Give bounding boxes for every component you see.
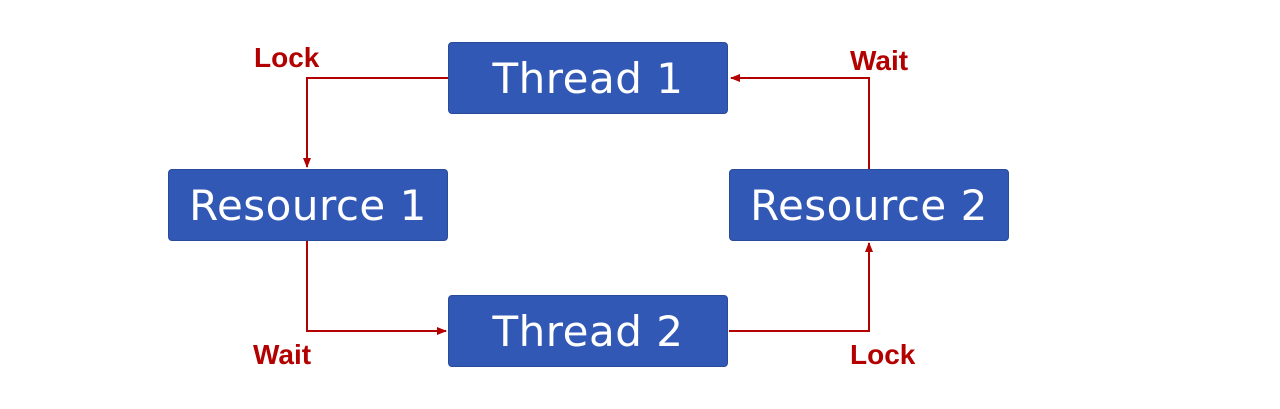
resource-1-label: Resource 1 [189,180,427,230]
resource-1-node: Resource 1 [168,169,448,241]
arrow-resource1-to-thread2 [306,241,447,335]
thread-1-node: Thread 1 [448,42,728,114]
arrow-thread2-to-resource2 [729,242,873,332]
edge-label-wait-thread1: Wait [850,45,909,76]
edge-label-lock-thread2: Lock [850,339,916,370]
thread-2-label: Thread 2 [492,306,684,356]
thread-2-node: Thread 2 [448,295,728,367]
edge-label-wait-thread2: Wait [253,339,312,370]
arrow-resource2-to-thread1 [730,74,870,169]
thread-1-label: Thread 1 [492,53,684,103]
arrow-thread1-to-resource1 [303,77,448,168]
resource-2-label: Resource 2 [750,180,988,230]
edge-label-lock-thread1: Lock [254,42,320,73]
resource-2-node: Resource 2 [729,169,1009,241]
